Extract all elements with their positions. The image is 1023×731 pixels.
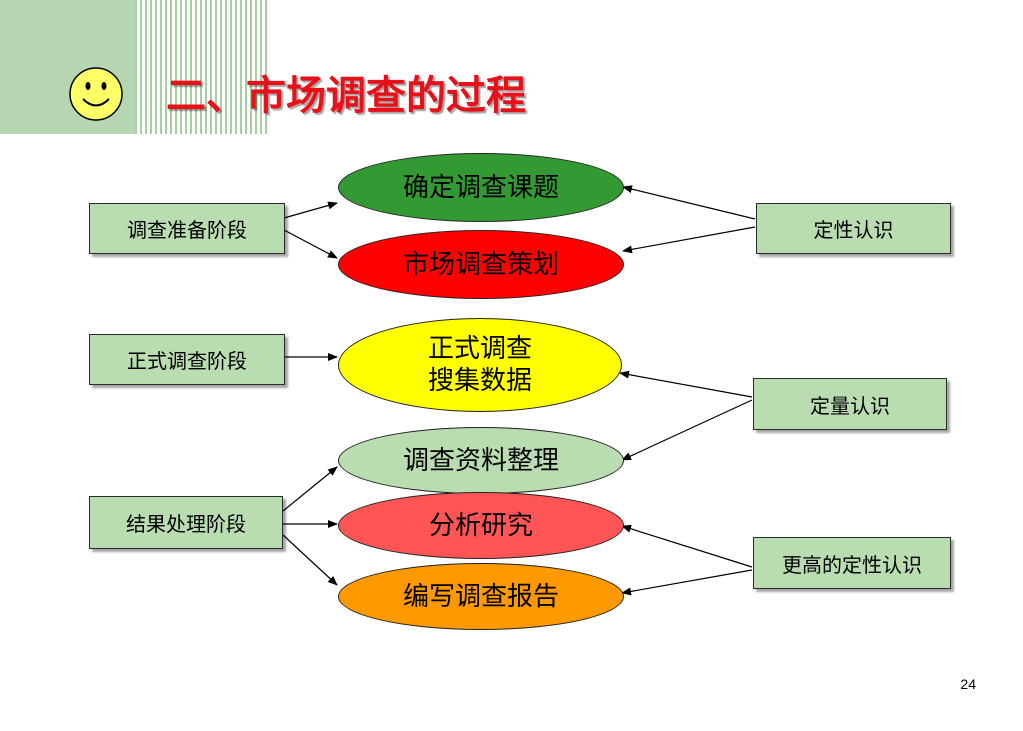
arrow-result-to-report — [282, 534, 338, 586]
step-ellipse-organize: 调查资料整理 — [338, 427, 624, 494]
header-decoration-stripes — [135, 0, 270, 134]
arrow-prep-to-topic — [283, 201, 338, 219]
page-number: 24 — [960, 676, 976, 692]
step-ellipse-report: 编写调查报告 — [338, 563, 624, 630]
arrow-qualitative-to-plan — [622, 226, 756, 254]
stage-box-result: 结果处理阶段 — [89, 496, 283, 549]
cognition-box-quantitative: 定量认识 — [753, 378, 947, 430]
cognition-box-qualitative: 定性认识 — [756, 203, 951, 254]
arrow-higher-to-analyze — [621, 524, 753, 568]
step-ellipse-analyze: 分析研究 — [338, 492, 624, 559]
arrow-quantitative-to-organize — [621, 399, 753, 461]
cognition-box-higher-qualitative: 更高的定性认识 — [753, 537, 951, 589]
step-ellipse-plan: 市场调查策划 — [338, 230, 624, 299]
arrow-result-to-organize — [282, 466, 338, 512]
step-ellipse-topic: 确定调查课题 — [338, 153, 624, 222]
page-title: 二、市场调查的过程 — [166, 73, 526, 119]
stage-box-formal: 正式调查阶段 — [89, 334, 285, 385]
arrow-higher-to-report — [621, 569, 753, 596]
arrow-quantitative-to-collect — [619, 370, 753, 398]
smiley-face-icon — [69, 67, 123, 121]
stage-box-prep: 调查准备阶段 — [89, 203, 285, 254]
arrow-qualitative-to-topic — [622, 185, 756, 220]
arrow-prep-to-plan — [283, 229, 338, 259]
step-ellipse-collect: 正式调查 搜集数据 — [338, 318, 622, 412]
